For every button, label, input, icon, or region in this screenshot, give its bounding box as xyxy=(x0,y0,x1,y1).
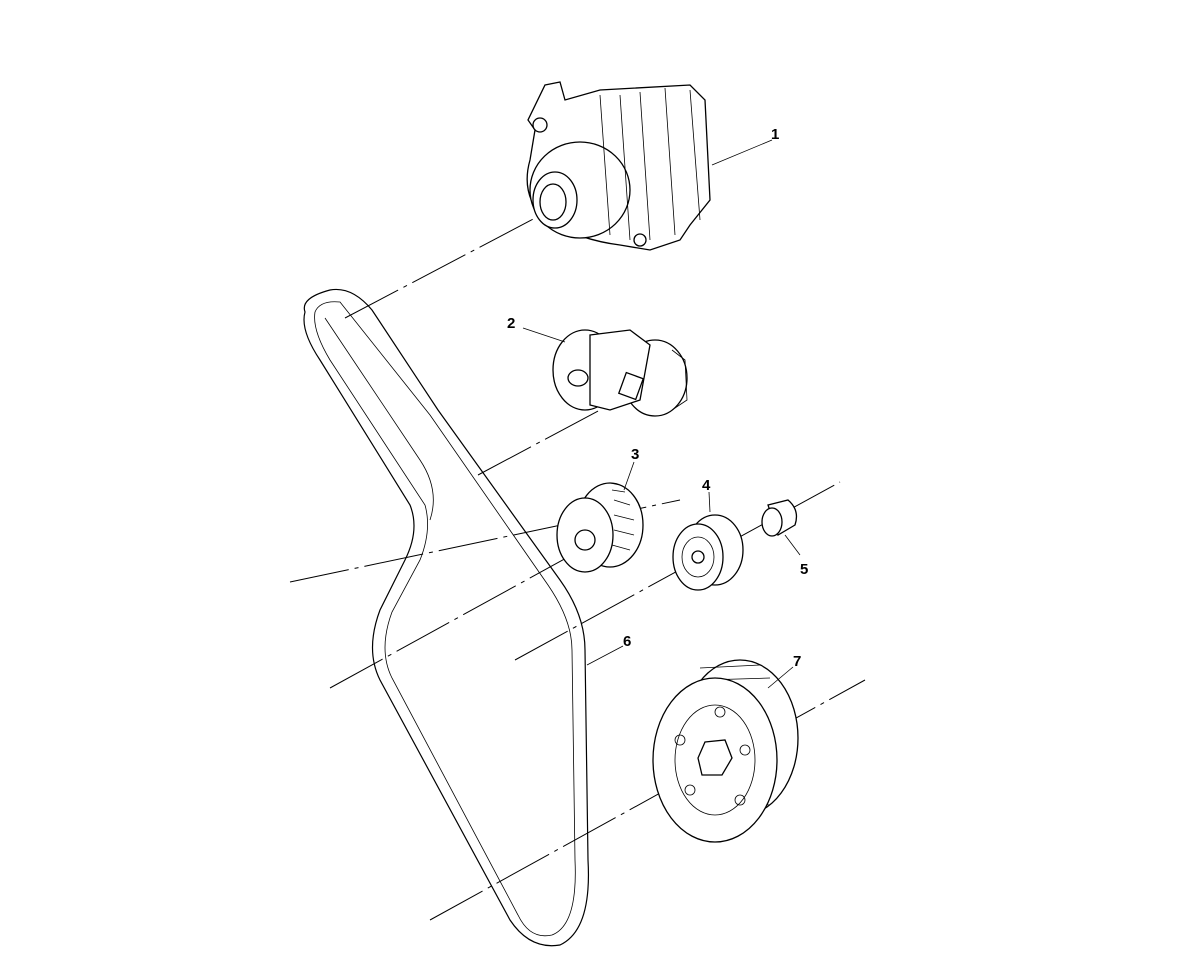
callout-5: 5 xyxy=(800,561,808,578)
spacer xyxy=(761,499,798,537)
crankshaft-pulley xyxy=(652,659,799,843)
callouts: 1 2 3 4 5 6 7 xyxy=(507,126,808,689)
alternator xyxy=(526,81,711,251)
callout-1: 1 xyxy=(771,126,779,143)
idler-pulley xyxy=(556,482,644,573)
serpentine-belt xyxy=(303,288,590,947)
callout-4: 4 xyxy=(702,477,711,494)
callout-2: 2 xyxy=(507,315,515,332)
idler-pulley-small xyxy=(672,514,744,591)
callout-3: 3 xyxy=(631,446,639,463)
callout-7: 7 xyxy=(793,653,801,670)
belt-tensioner xyxy=(552,329,688,417)
callout-6: 6 xyxy=(623,633,631,650)
